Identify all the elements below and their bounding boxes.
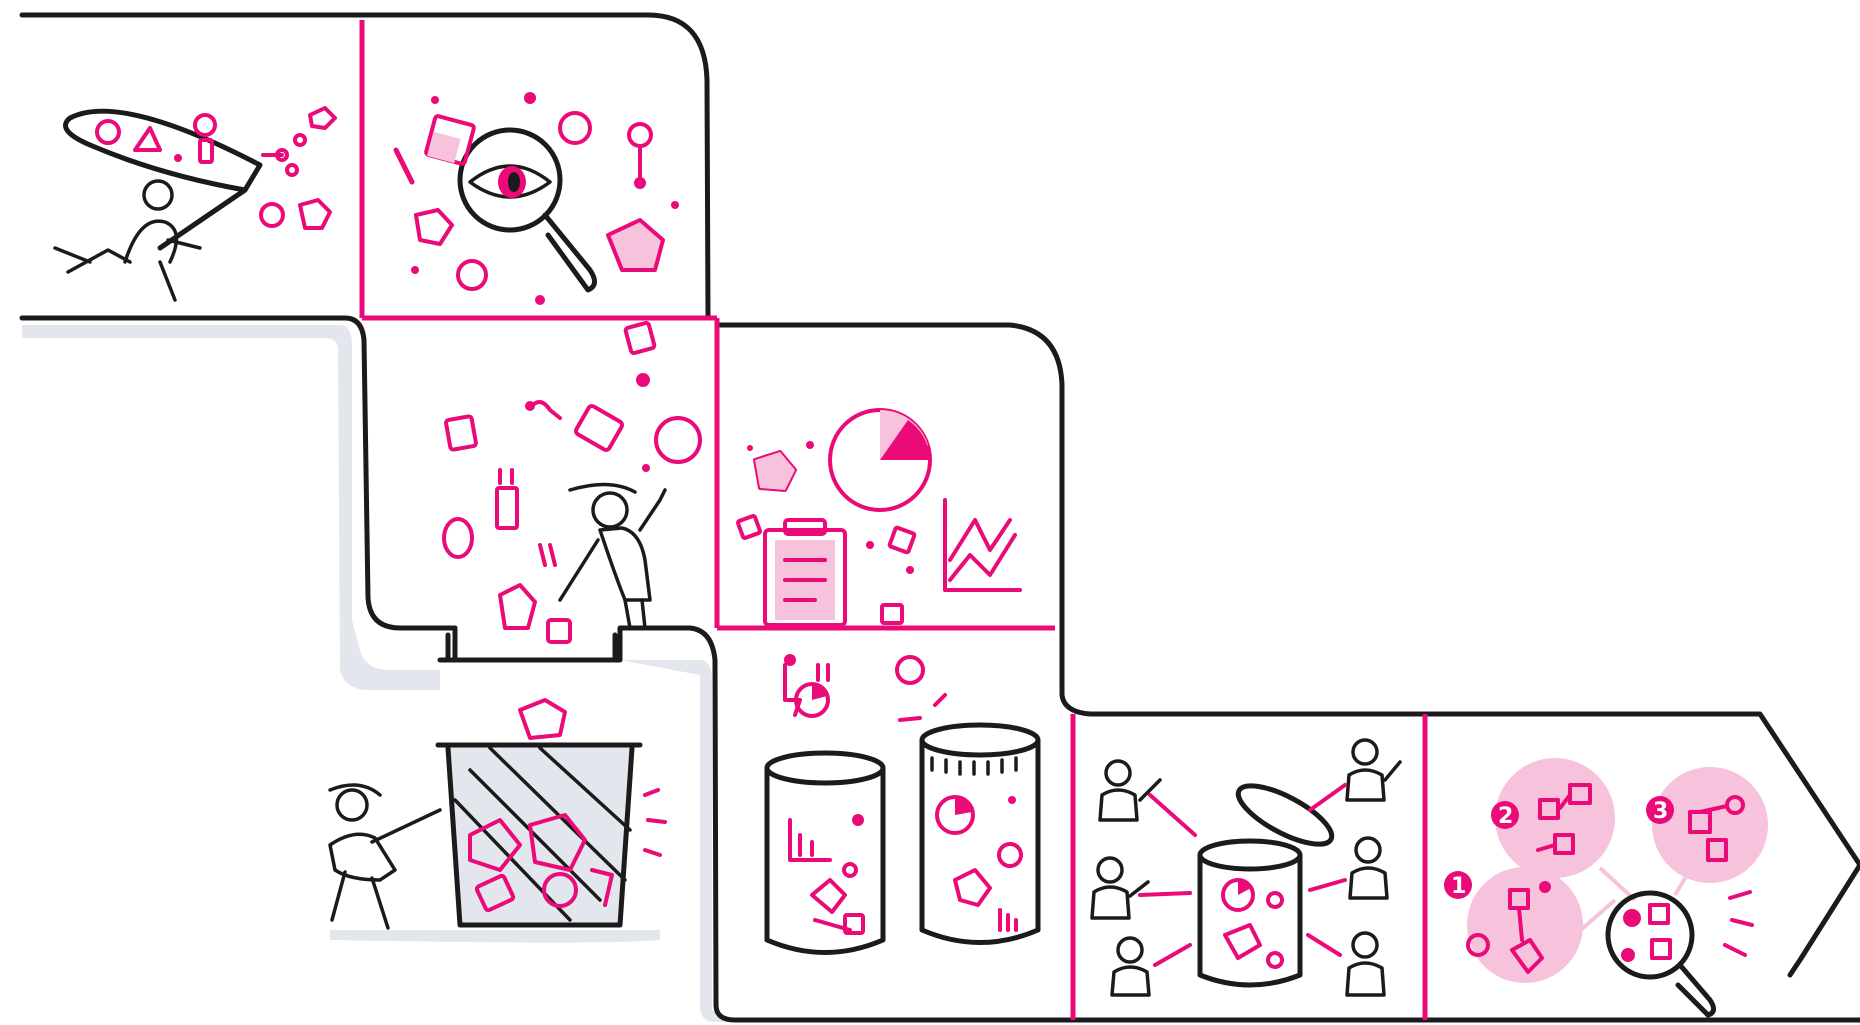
- falling-shape: [520, 700, 565, 738]
- shape-icons: [261, 108, 335, 228]
- shape-icons: [444, 322, 700, 642]
- magnifier-icon: [1575, 868, 1752, 1015]
- database-jar-icon: [922, 725, 1038, 943]
- bubble-number-3: 3: [1653, 799, 1668, 824]
- bubble-number-1: 1: [1451, 874, 1466, 899]
- pie-chart-icon: [830, 410, 930, 510]
- person-icon: [1100, 761, 1195, 835]
- net-icon: [66, 111, 261, 248]
- line-chart-icon: [945, 500, 1020, 590]
- panel-analyze: [737, 410, 1020, 625]
- network-bubble-icon: 2: [1491, 758, 1615, 878]
- database-jar-icon: [767, 753, 883, 953]
- person-icon: [330, 785, 440, 928]
- bubble-number-2: 2: [1498, 804, 1513, 829]
- eye-icon: [470, 166, 550, 198]
- person-icon: [1308, 933, 1384, 995]
- panel-sort: [444, 322, 700, 660]
- panel-collect: [55, 108, 335, 300]
- clipboard-icon: [765, 520, 845, 625]
- person-icon: [55, 181, 200, 300]
- trash-bin-icon: [438, 745, 640, 925]
- person-icon: [560, 484, 665, 628]
- person-icon: [1310, 740, 1400, 810]
- network-bubble-icon: 3: [1646, 767, 1768, 883]
- motion-lines: [645, 790, 665, 855]
- trash-shadow: [330, 930, 660, 943]
- panel-share: [1092, 740, 1400, 995]
- panel-discard: [330, 700, 665, 928]
- panel-store: [767, 605, 1038, 953]
- panel-inspect: [396, 92, 679, 305]
- person-icon: [1092, 858, 1190, 918]
- network-bubble-icon: 1: [1444, 867, 1583, 983]
- funnel-icon: [448, 635, 615, 660]
- person-icon: [1310, 838, 1387, 898]
- panel-discover: 1 2 3: [1444, 758, 1768, 1015]
- shape-icons: [784, 605, 945, 720]
- person-icon: [1112, 938, 1190, 995]
- shape-icons: [396, 92, 679, 305]
- staircase-shadow: [22, 325, 440, 690]
